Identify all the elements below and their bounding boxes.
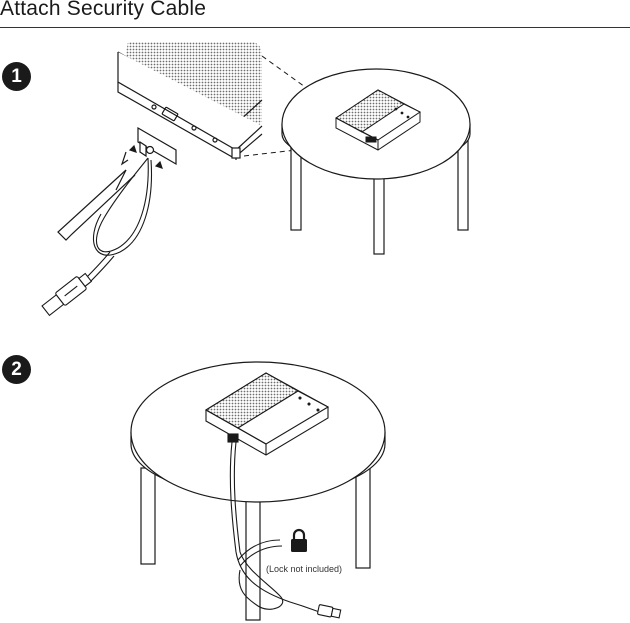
- usb-plug-2: [317, 604, 341, 618]
- lock-bracket: [130, 128, 176, 168]
- usb-plug: [41, 271, 93, 317]
- allen-key: [58, 152, 135, 240]
- lock-note: (Lock not included): [266, 564, 342, 574]
- padlock-icon: [291, 530, 307, 552]
- cable-connector: [228, 434, 238, 442]
